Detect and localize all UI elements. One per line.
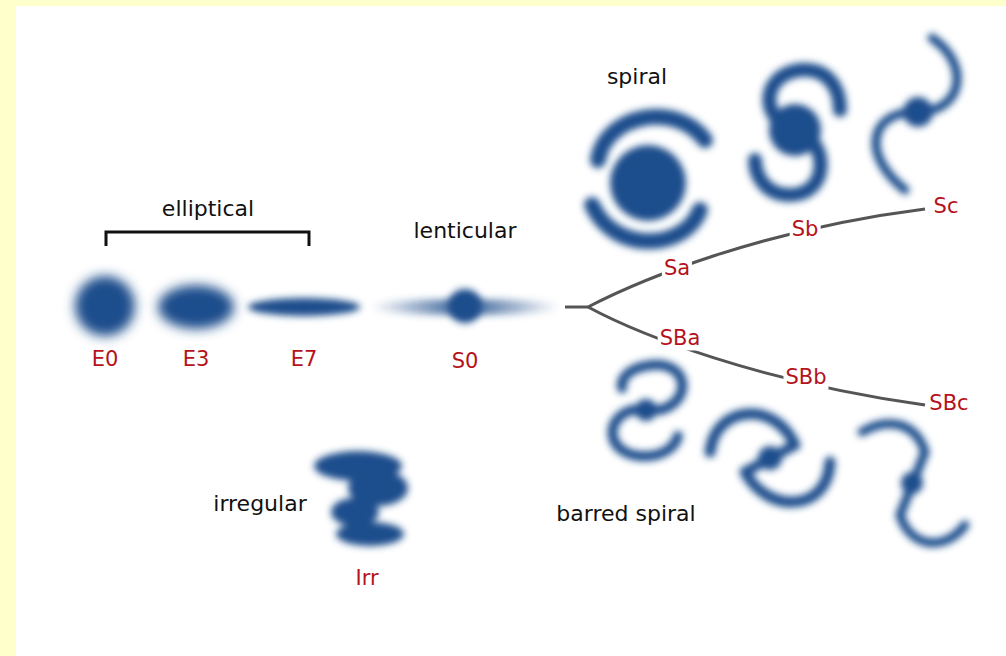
s0-bulge <box>448 289 482 323</box>
class-code: E3 <box>183 348 210 371</box>
sb-arm <box>769 70 840 130</box>
class-code: Sc <box>932 195 961 218</box>
class-code: E7 <box>291 348 318 371</box>
sba-arm <box>622 365 683 410</box>
category-label: spiral <box>607 65 667 89</box>
fork-barred-branch <box>588 307 925 405</box>
e0-galaxy <box>75 276 135 336</box>
sc-arm <box>918 38 957 112</box>
fork-stem <box>565 306 588 309</box>
category-label: lenticular <box>413 219 516 243</box>
page-panel <box>16 6 1006 656</box>
class-code: SBc <box>927 392 970 415</box>
class-code: S0 <box>452 350 479 373</box>
sa-arm <box>592 205 700 241</box>
class-code: E0 <box>92 348 119 371</box>
elliptical-bracket <box>106 232 309 246</box>
sbb-bulge <box>758 446 782 470</box>
class-code: Irr <box>355 567 378 590</box>
sbb-arm <box>745 462 830 502</box>
e7-galaxy <box>248 298 360 316</box>
e3-galaxy <box>158 285 234 329</box>
category-label: barred spiral <box>556 502 695 526</box>
irregular-galaxy <box>314 451 408 546</box>
sbc-arm <box>862 424 925 452</box>
fork-spiral-branch <box>588 209 925 307</box>
sbb-bar <box>745 445 795 472</box>
irr-blob <box>331 498 379 526</box>
category-label: elliptical <box>162 197 254 221</box>
sb-arm <box>755 130 821 195</box>
sba-arm <box>612 410 678 456</box>
lenticular-galaxy <box>370 289 560 323</box>
class-code: SBa <box>658 327 703 350</box>
sba-bulge <box>635 399 657 421</box>
sa-bulge <box>610 145 686 221</box>
sbc-arm <box>900 515 965 543</box>
class-code: Sa <box>662 257 692 280</box>
sa-arm <box>598 117 705 160</box>
spiral-galaxies <box>592 38 957 241</box>
sbb-arm <box>710 414 795 452</box>
category-label: irregular <box>213 492 306 516</box>
sbc-bulge <box>901 472 923 494</box>
irr-blob <box>336 522 404 546</box>
elliptical-galaxies <box>75 276 360 336</box>
class-code: SBb <box>783 366 828 389</box>
sbc-bar <box>900 452 925 515</box>
sc-arm <box>876 112 918 190</box>
class-code: Sb <box>790 218 821 241</box>
